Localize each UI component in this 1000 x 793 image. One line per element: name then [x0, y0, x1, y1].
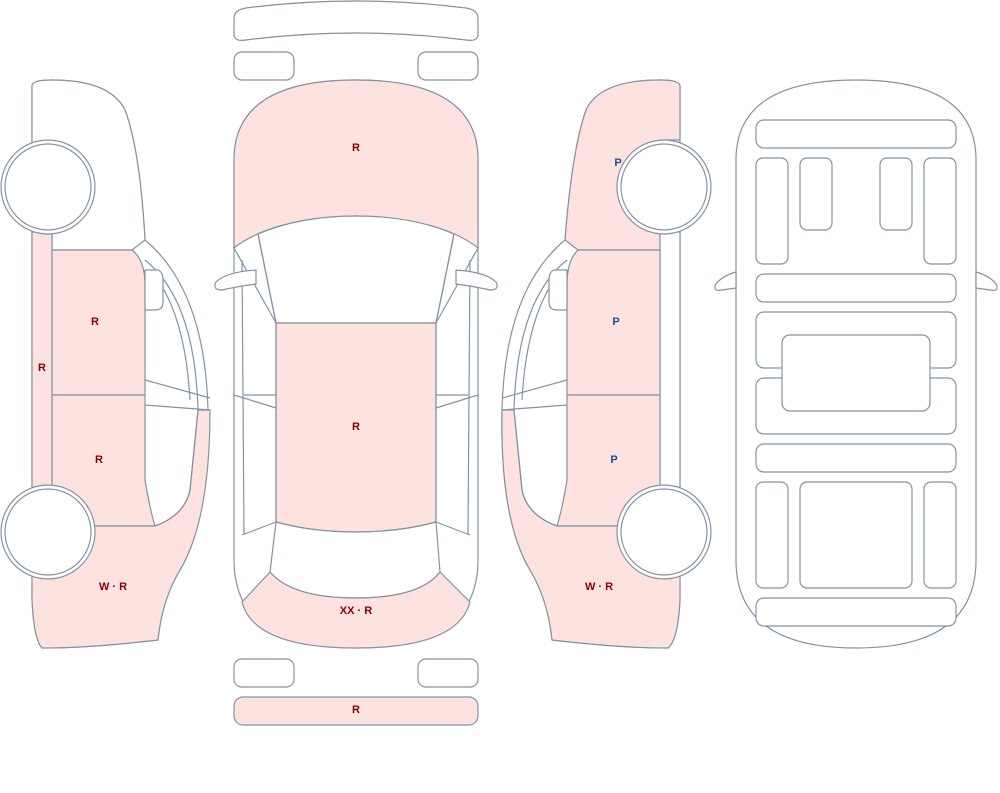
rear-left-taillight[interactable] — [233, 658, 295, 688]
left-rocker-panel[interactable] — [31, 231, 53, 491]
roof-code: R — [352, 421, 360, 433]
dashboard[interactable] — [755, 119, 957, 149]
top-right-mirror[interactable] — [455, 269, 498, 291]
center-console[interactable] — [781, 334, 931, 412]
left-b-pillar — [144, 379, 211, 411]
rear-window[interactable] — [269, 521, 441, 599]
top-left-side-lines — [233, 233, 277, 536]
trunk-lid[interactable] — [241, 571, 471, 649]
underbody-right-mirror[interactable] — [975, 271, 998, 291]
right-rear-door-code: P — [610, 454, 617, 466]
left-rear-wheel[interactable] — [4, 488, 92, 576]
right-rear-side-trim[interactable] — [923, 481, 957, 589]
windshield[interactable] — [257, 215, 455, 324]
left-mirror[interactable] — [144, 269, 164, 311]
left-front-door-code: R — [91, 316, 99, 328]
rear-bumper[interactable] — [233, 696, 479, 726]
left-front-door[interactable] — [51, 249, 146, 396]
right-front-fender-code: P — [614, 157, 621, 169]
left-rocker-code: R — [38, 362, 46, 374]
right-side-view: P P P W · R — [501, 79, 712, 649]
front-right-headlight[interactable] — [417, 51, 479, 81]
rear-seat[interactable] — [799, 481, 913, 589]
front-left-headlight[interactable] — [233, 51, 295, 81]
underbody-left-mirror[interactable] — [714, 271, 737, 291]
hood-code: R — [352, 142, 360, 154]
top-right-side-lines — [435, 233, 479, 536]
right-rear-wheel[interactable] — [620, 488, 708, 576]
left-rear-side-trim[interactable] — [755, 481, 789, 589]
right-b-pillar — [501, 379, 568, 411]
right-rear-quarter-code: W · R — [585, 581, 613, 593]
right-front-seat[interactable] — [879, 157, 913, 231]
top-view: R R XX · R R — [214, 0, 498, 726]
left-rear-door-code: R — [95, 454, 103, 466]
left-front-seat[interactable] — [799, 157, 833, 231]
left-side-view: R R R W · R — [0, 79, 211, 649]
front-bumper[interactable] — [233, 0, 479, 41]
right-mirror[interactable] — [548, 269, 568, 311]
trunk-floor[interactable] — [755, 597, 957, 627]
rear-floor-bar[interactable] — [755, 443, 957, 473]
top-left-mirror[interactable] — [214, 269, 257, 291]
underbody-view — [714, 79, 998, 649]
rear-right-taillight[interactable] — [417, 658, 479, 688]
left-rear-quarter-code: W · R — [99, 581, 127, 593]
rear-bumper-code: R — [352, 704, 360, 716]
underbody-outline — [735, 79, 977, 649]
left-window-frame — [144, 259, 199, 527]
front-floor-bar[interactable] — [755, 273, 957, 303]
right-rocker-panel[interactable] — [659, 231, 681, 491]
right-front-door[interactable] — [566, 249, 661, 396]
right-front-side-trim[interactable] — [923, 157, 957, 265]
right-window-frame — [513, 259, 568, 527]
left-front-wheel[interactable] — [4, 143, 92, 231]
right-front-wheel[interactable] — [620, 143, 708, 231]
right-front-door-code: P — [612, 316, 619, 328]
trunk-lid-code: XX · R — [340, 605, 372, 617]
left-front-side-trim[interactable] — [755, 157, 789, 265]
